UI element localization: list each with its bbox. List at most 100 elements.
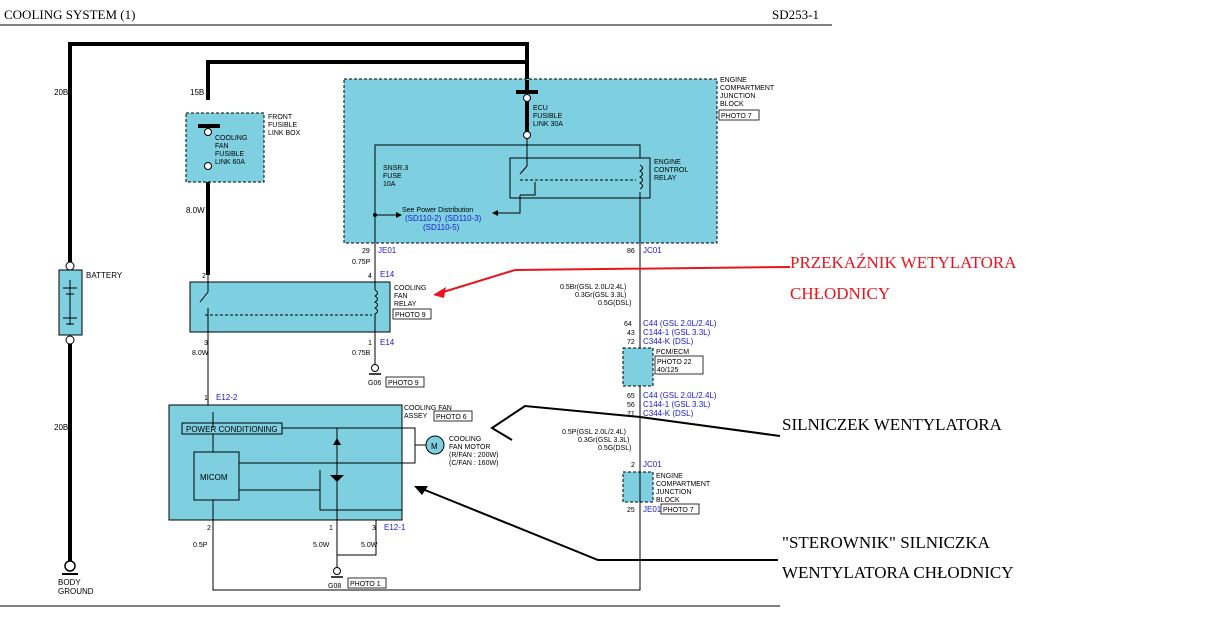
wire-label: 5.0W xyxy=(313,542,330,549)
relay-contact-wire xyxy=(520,182,536,196)
relay-label: RELAY xyxy=(654,175,677,182)
fuse-terminal xyxy=(204,162,212,170)
fan-relay-label: RELAY xyxy=(394,301,417,308)
connector-id: JC01 xyxy=(643,460,662,469)
fan-assy-label: ASSEY xyxy=(404,413,428,420)
motor-label: COOLING xyxy=(449,436,481,443)
connector-id: C44 (GSL 2.0L/2.4L) xyxy=(643,391,717,400)
photo-tag xyxy=(385,376,425,388)
fan-assy-label: COOLING FAN xyxy=(404,405,452,412)
photo-tag xyxy=(433,410,473,422)
relay-switch-icon xyxy=(199,275,209,303)
micom-label: MICOM xyxy=(200,473,228,482)
fan-relay-label: FAN xyxy=(394,293,408,300)
cooling-fan-relay xyxy=(189,281,391,333)
wire-label: 8.0W xyxy=(186,206,205,215)
wire-label: 0.5G(DSL) xyxy=(598,300,631,307)
connector-id: C344-K (DSL) xyxy=(643,409,694,418)
connector-id: E12-1 xyxy=(384,523,406,532)
junction-block-label: JUNCTION xyxy=(656,489,691,496)
junction-block-small xyxy=(622,471,654,503)
pin-number: 3 xyxy=(372,525,376,532)
ref-link[interactable]: (SD110-3) xyxy=(445,214,482,223)
ecu-fuse-label: ECU xyxy=(533,105,548,112)
wire-label: 0.5P xyxy=(193,542,208,549)
arrow-icon xyxy=(414,486,428,495)
arrow-icon xyxy=(492,210,498,216)
ref-link[interactable]: (SD110-5) xyxy=(423,223,460,232)
relay-output-wire xyxy=(497,195,521,214)
pin-number: 1 xyxy=(329,525,333,532)
battery-terminal xyxy=(65,261,75,271)
relay-switch-icon xyxy=(519,145,528,175)
photo-label: PHOTO 9 xyxy=(388,380,419,387)
front-fusible-label: FRONT xyxy=(268,114,293,121)
fuse-label: FUSIBLE xyxy=(215,151,245,158)
junction-block-label: BLOCK xyxy=(720,101,744,108)
ground-label: G08 xyxy=(328,583,341,590)
connector-id: C344-K (DSL) xyxy=(643,337,694,346)
junction-block-label: ENGINE xyxy=(656,473,683,480)
motor-label: FAN MOTOR xyxy=(449,444,490,451)
pin-number: 29 xyxy=(362,248,370,255)
page-code: SD253-1 xyxy=(772,7,819,22)
pin-number: 1 xyxy=(204,395,208,402)
fuse-terminal xyxy=(523,94,531,102)
pin-number: 25 xyxy=(627,507,635,514)
pcm-ecm-box xyxy=(622,347,654,387)
pin-number: 86 xyxy=(627,248,635,255)
photo-label: PHOTO 9 xyxy=(395,312,426,319)
internal-wire xyxy=(239,470,402,511)
pin-number: 65 xyxy=(627,393,635,400)
assy-ground-wire xyxy=(336,520,377,568)
photo-label: PHOTO 7 xyxy=(721,113,752,120)
photo-label: PHOTO 7 xyxy=(663,507,694,514)
fuse-label: COOLING xyxy=(215,135,247,142)
junction-block-label: JUNCTION xyxy=(720,93,755,100)
motor-label: (R/FAN : 200W) xyxy=(449,452,498,459)
connector-id: JC01 xyxy=(643,246,662,255)
fan-control-wire xyxy=(212,472,641,591)
ground-icon xyxy=(371,364,379,372)
connector-id: C144-1 (GSL 3.3L) xyxy=(643,328,711,337)
wire-label: 15B xyxy=(190,88,204,97)
ref-link[interactable]: (SD110-2) xyxy=(405,214,442,223)
snsr-fuse-label: 10A xyxy=(383,181,396,188)
pin-number: 56 xyxy=(627,402,635,409)
fuse-label: FAN xyxy=(215,143,229,150)
battery-label: BATTERY xyxy=(86,271,123,280)
wire-label: 0.3Gr(GSL 3.3L) xyxy=(578,437,630,444)
pin-number: 4 xyxy=(368,273,372,280)
photo-label: PHOTO 6 xyxy=(436,414,467,421)
photo-label: PHOTO 1 xyxy=(350,581,381,588)
snsr-fuse-label: FUSE xyxy=(383,173,402,180)
snsr-fuse-label: SNSR.3 xyxy=(383,165,408,172)
fuse-label: LINK 60A xyxy=(215,159,245,166)
ground-label: G06 xyxy=(368,380,381,387)
motor-loop-wire xyxy=(402,427,416,464)
photo-label: 40/125 xyxy=(657,367,679,374)
photo-tag xyxy=(654,355,704,375)
ground-icon xyxy=(333,567,341,575)
page-title: COOLING SYSTEM (1) xyxy=(4,7,135,22)
controller-annotation: "STEROWNIK" SILNICZKA xyxy=(782,533,991,552)
connector-id: C44 (GSL 2.0L/2.4L) xyxy=(643,319,717,328)
power-conditioning-label: POWER CONDITIONING xyxy=(186,425,278,434)
connector-id: JE01 xyxy=(378,246,397,255)
body-ground-label: GROUND xyxy=(58,587,94,596)
battery-terminal xyxy=(65,335,75,345)
connector-id: E14 xyxy=(380,338,395,347)
photo-label: PHOTO 22 xyxy=(657,359,692,366)
see-power-distribution: See Power Distribution xyxy=(402,207,473,214)
pin-number: 71 xyxy=(627,411,635,418)
wire-label: 20B xyxy=(54,423,68,432)
motor-annotation: SILNICZEK WENTYLATORA xyxy=(782,415,1003,434)
controller-annotation: WENTYLATORA CHŁODNICY xyxy=(782,563,1014,582)
engine-control-relay xyxy=(509,157,651,199)
wire-label: 0.3Gr(GSL 3.3L) xyxy=(575,292,627,299)
wire-label: 0.5P(GSL 2.0L/2.4L) xyxy=(562,429,626,436)
controller-annotation-arrow xyxy=(419,487,778,561)
relay-annotation: PRZEKAŹNIK WETYLATORA xyxy=(790,253,1017,272)
connector-id: E14 xyxy=(380,270,395,279)
